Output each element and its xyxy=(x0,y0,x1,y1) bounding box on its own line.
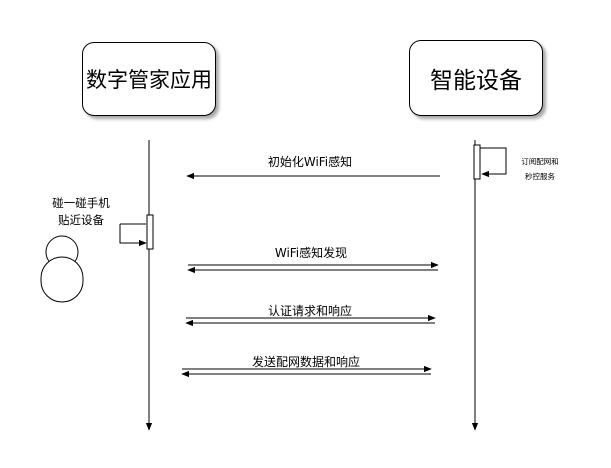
message-label-3: 认证请求和响应 xyxy=(267,304,353,318)
actor-smart-device: 智能设备 xyxy=(409,40,543,116)
actor-digital-butler-app-label: 数字管家应用 xyxy=(86,68,212,92)
actor-smart-device-label: 智能设备 xyxy=(430,68,522,94)
person-icon xyxy=(40,235,84,303)
message-label-2: WiFi感知发现 xyxy=(274,246,348,260)
message-label-4: 发送配网数据和响应 xyxy=(251,355,361,369)
right-self-note-line2: 秒控服务 xyxy=(525,172,555,181)
activation-right xyxy=(473,144,481,180)
user-action-line2: 贴近设备 xyxy=(58,213,104,227)
right-self-note: 订阅配网和 秒控服务 xyxy=(510,154,570,184)
right-self-note-line1: 订阅配网和 xyxy=(521,157,559,166)
self-call-arrow-right xyxy=(480,147,507,178)
actor-digital-butler-app: 数字管家应用 xyxy=(82,42,216,116)
user-action-label: 碰一碰手机 贴近设备 xyxy=(36,195,126,229)
message-label-1: 初始化WiFi感知 xyxy=(267,155,353,169)
activation-left xyxy=(146,214,154,250)
user-action-line1: 碰一碰手机 xyxy=(52,196,110,210)
